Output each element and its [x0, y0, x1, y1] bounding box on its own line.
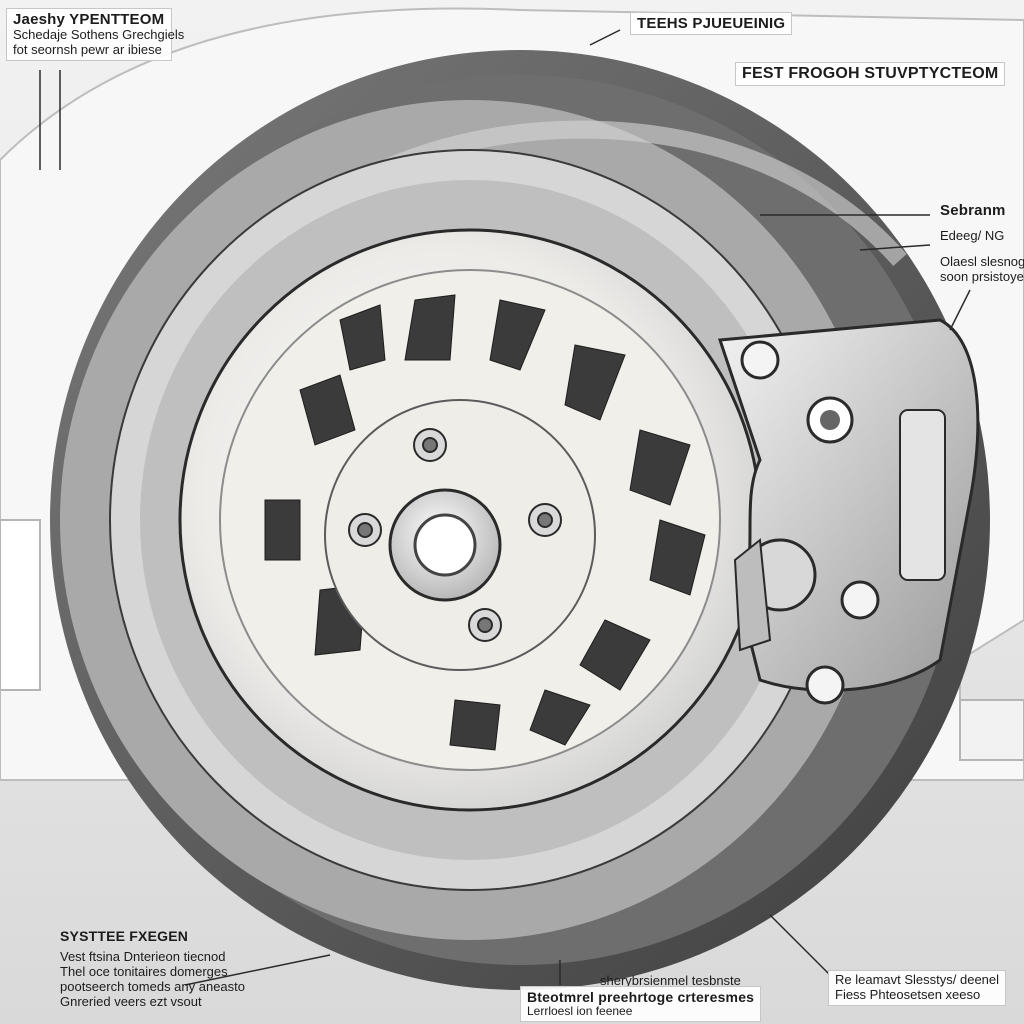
callout-top-right: FEST FROGOH STUVPTYCTEOM: [735, 62, 1006, 87]
callout-top-left-line-2: fot seornsh pewr ar ibiese: [13, 42, 162, 58]
callout-bottom-left-line-4: Gnreried veers ezt vsout: [60, 993, 202, 1009]
brake-caliper-icon: [717, 318, 980, 705]
callout-bottom-left-line-2: Thel oce tonitaires domerges: [60, 964, 228, 980]
callout-bottom-right-line-1: Re leamavt Slesstys/ deenel: [835, 972, 1000, 987]
callout-top-left: Jaeshy YPENTTEOM Schedaje Sothens Grechg…: [6, 8, 185, 62]
wheel-icon: [178, 228, 762, 812]
callout-right-mid: Olaesl slesnog soon prsistoyes: [940, 254, 1024, 285]
callout-right-upper-line-1: Edeeg/ NG: [940, 228, 1005, 244]
callout-bottom-center-sub: Lerrloesl ion feenee: [527, 1004, 633, 1019]
callout-bottom-center: Bteotmrel preehrtoge crteresmes Lerrloes…: [520, 986, 762, 1022]
callout-bottom-left: SYSTTEE FXEGEN Vest ftsina Dnterieon tie…: [60, 928, 245, 1010]
callout-top-right-title: FEST FROGOH STUVPTYCTEOM: [742, 65, 999, 82]
callout-bottom-left-title: SYSTTEE FXEGEN: [60, 928, 189, 944]
leader-lines: [39, 29, 971, 986]
callout-top-left-title: Jaeshy YPENTTEOM: [13, 11, 165, 28]
callout-bottom-center-upper: sherybrsienmel tesbnste: [600, 973, 741, 989]
callout-right-upper-title: Sebranm: [940, 202, 1006, 219]
callout-top-center: TEEHS PJUEUEINIG: [630, 12, 793, 36]
callout-bottom-center-line-1: sherybrsienmel tesbnste: [600, 973, 741, 988]
callout-bottom-left-line-1: Vest ftsina Dnterieon tiecnod: [60, 949, 226, 965]
callout-bottom-right: Re leamavt Slesstys/ deenel Fiess Phteos…: [828, 970, 1007, 1006]
lug-nut-icon: [348, 428, 562, 642]
callout-right-mid-line-1: Olaesl slesnog: [940, 254, 1024, 269]
callout-bottom-center-title: Bteotmrel preehrtoge crteresmes: [527, 989, 755, 1005]
callout-bottom-left-line-3: pootseerch tomeds any aneasto: [60, 978, 246, 994]
callout-right-mid-line-2: soon prsistoyes: [940, 268, 1024, 284]
callout-right-upper: Sebranm Edeeg/ NG: [940, 202, 1006, 244]
callout-bottom-right-line-2: Fiess Phteosetsen xeeso: [835, 986, 981, 1002]
callout-top-left-line-1: Schedaje Sothens Grechgiels: [13, 27, 185, 43]
callout-top-center-title: TEEHS PJUEUEINIG: [637, 15, 786, 32]
